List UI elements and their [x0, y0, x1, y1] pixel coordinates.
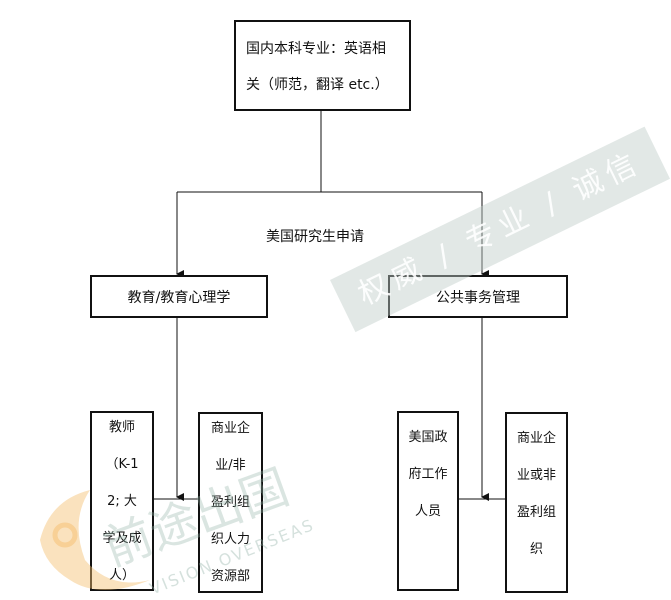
- node-public-affairs: 公共事务管理: [388, 275, 568, 318]
- text-line: 人员: [414, 504, 441, 519]
- text-line: 盈利组: [210, 495, 250, 510]
- node-hr: 商业企 业/非 盈利组 织人力 资源部: [198, 412, 263, 593]
- text-line: 织: [529, 542, 543, 557]
- root-node: 国内本科专业：英语相 关（师范，翻译 etc.）: [234, 20, 411, 111]
- branch-label: 美国研究生申请: [266, 229, 364, 245]
- text-line: 业/非: [215, 458, 246, 473]
- text-line: 2; 大: [107, 493, 137, 509]
- text-line: 商业企: [516, 431, 556, 446]
- node-education: 教育/教育心理学: [90, 275, 268, 318]
- text-line: 府工作: [408, 467, 448, 482]
- text-line: 业或非: [516, 468, 556, 483]
- text-line: （K-1: [105, 456, 139, 472]
- root-line-1: 国内本科专业：英语相: [246, 41, 386, 57]
- text-line: 美国政: [408, 430, 448, 445]
- node-education-title: 教育/教育心理学: [127, 289, 231, 306]
- node-teacher: 教师 （K-1 2; 大 学及成 人）: [90, 411, 154, 591]
- node-business-org: 商业企 业或非 盈利组 织: [505, 412, 568, 593]
- text-line: 学及成: [102, 530, 142, 546]
- text-line: 人）: [108, 567, 135, 583]
- node-public-affairs-title: 公共事务管理: [436, 289, 520, 306]
- root-line-2: 关（师范，翻译 etc.）: [246, 77, 389, 93]
- text-line: 盈利组: [516, 505, 556, 520]
- text-line: 商业企: [210, 421, 250, 436]
- text-line: 教师: [108, 419, 135, 435]
- node-gov-staff: 美国政 府工作 人员: [397, 411, 459, 591]
- text-line: 资源部: [210, 569, 250, 584]
- text-line: 织人力: [210, 532, 250, 547]
